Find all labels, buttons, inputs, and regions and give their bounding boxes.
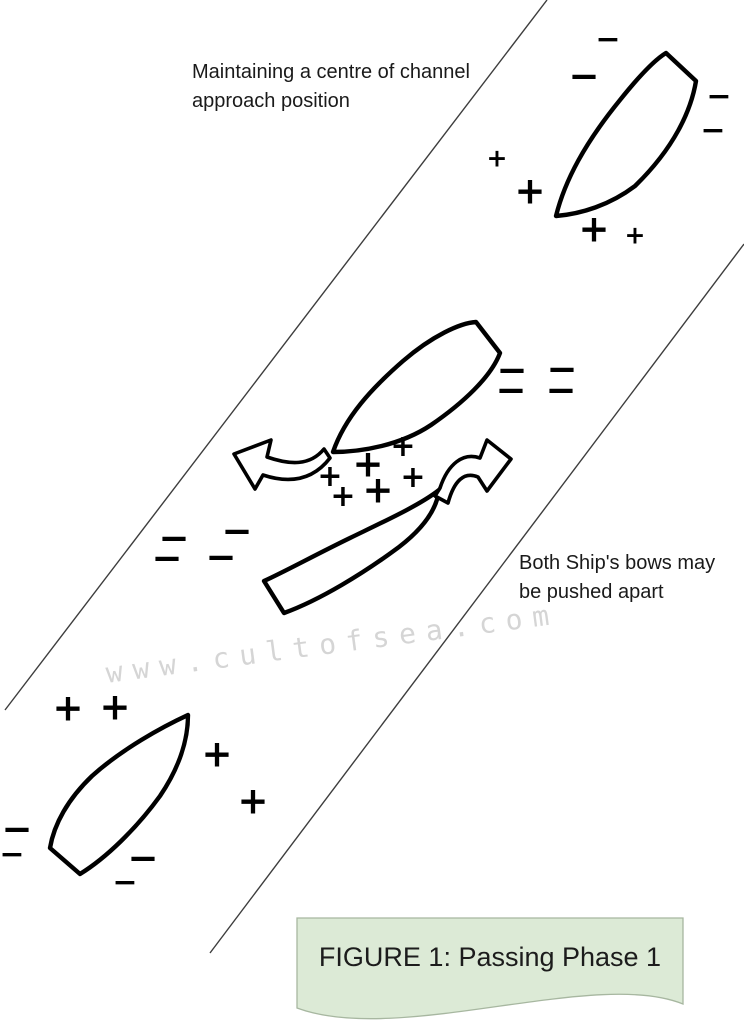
pressure-minus-marker: − <box>496 348 528 392</box>
pressure-minus-marker: − <box>700 113 726 148</box>
pressure-plus-marker: + <box>486 143 508 173</box>
ship-bottom-left <box>47 712 191 877</box>
label-approach-line1: Maintaining a centre of channel <box>192 61 470 83</box>
label-bows-line1: Both Ship's bows may <box>519 552 716 574</box>
pressure-minus-marker: − <box>127 836 159 880</box>
pressure-minus-marker: − <box>158 516 190 560</box>
pressure-minus-marker: − <box>205 535 237 579</box>
label-bows-line2: be pushed apart <box>519 581 664 603</box>
pressure-plus-marker: + <box>352 442 384 486</box>
pressure-minus-marker: − <box>545 368 577 412</box>
pressure-minus-marker: − <box>0 837 25 872</box>
pressure-minus-marker: − <box>112 865 138 900</box>
pressure-minus-marker: − <box>568 54 600 98</box>
pressure-minus-marker: − <box>595 22 621 57</box>
figure-caption-box: FIGURE 1: Passing Phase 1 <box>296 916 684 1024</box>
pressure-plus-marker: + <box>400 460 426 495</box>
pressure-minus-marker: − <box>221 509 253 553</box>
channel-boundary-right <box>209 243 744 954</box>
label-bows-pushed-apart: Both Ship's bows may be pushed apart <box>519 549 715 607</box>
bow-push-arrow-left-icon <box>232 438 332 491</box>
pressure-plus-marker: + <box>237 779 269 823</box>
ship-middle-lower <box>261 487 442 616</box>
figure-caption: FIGURE 1: Passing Phase 1 <box>318 941 662 972</box>
pressure-plus-marker: + <box>201 732 233 776</box>
pressure-minus-marker: − <box>706 79 732 114</box>
pressure-plus-marker: + <box>99 685 131 729</box>
pressure-minus-marker: − <box>1 807 33 851</box>
ship-top-right <box>553 50 699 219</box>
pressure-plus-marker: + <box>317 459 343 494</box>
label-approach-position: Maintaining a centre of channel approach… <box>192 58 470 116</box>
pressure-minus-marker: − <box>151 536 183 580</box>
ship-middle-upper <box>330 319 503 455</box>
pressure-plus-marker: + <box>578 207 610 251</box>
pressure-plus-marker: + <box>52 686 84 730</box>
pressure-plus-marker: + <box>514 169 546 213</box>
pressure-plus-marker: + <box>330 479 356 514</box>
pressure-plus-marker: + <box>390 429 416 464</box>
pressure-minus-marker: − <box>546 347 578 391</box>
channel-boundary-left <box>4 0 548 711</box>
pressure-plus-marker: + <box>624 220 646 250</box>
pressure-minus-marker: − <box>495 368 527 412</box>
bow-push-arrow-right-icon <box>433 438 513 505</box>
caption-wave-shape <box>296 917 684 1020</box>
label-approach-line2: approach position <box>192 90 350 112</box>
pressure-plus-marker: + <box>362 468 394 512</box>
